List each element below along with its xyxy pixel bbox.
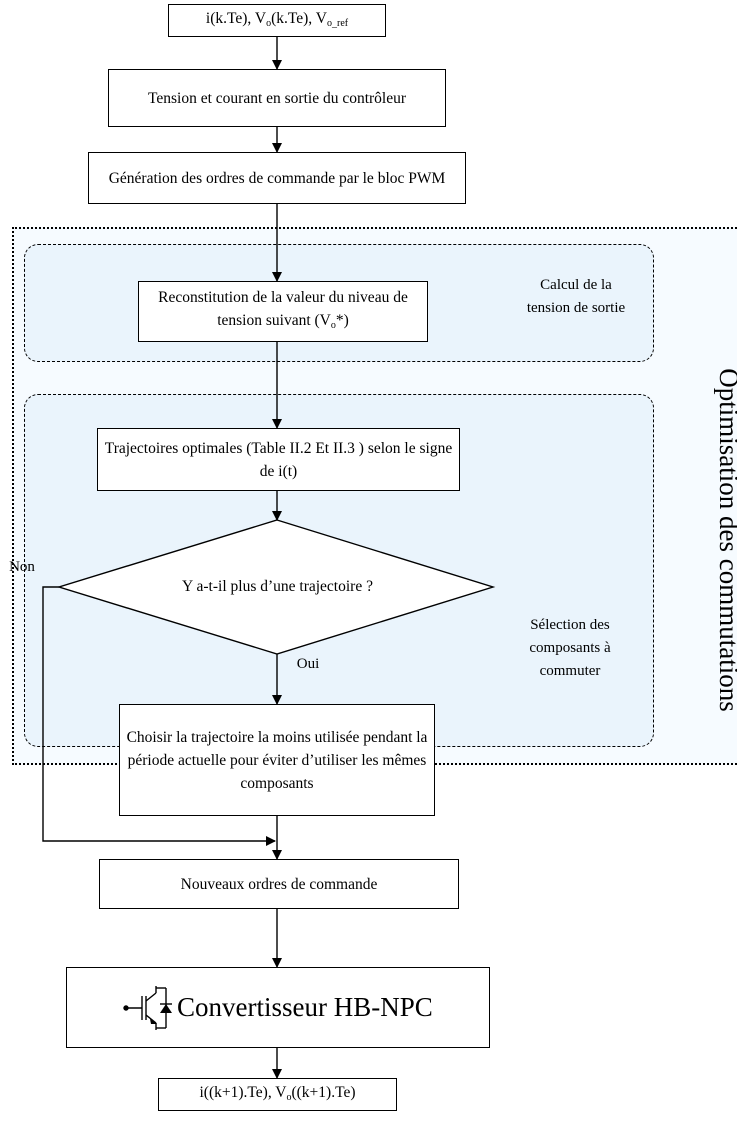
controller-label: Tension et courant en sortie du contrôle… (147, 89, 407, 107)
yes-label: Oui (296, 656, 320, 672)
input-box: i(k.Te), Vo(k.Te), Vo_ref (168, 4, 386, 37)
converter-box: Convertisseur HB-NPC (66, 967, 490, 1048)
converter-label: Convertisseur HB-NPC (177, 992, 433, 1022)
no-label: Non (9, 559, 35, 575)
trajectories-label: Trajectoires optimales (Table II.2 Et II… (104, 439, 453, 480)
selection-region-label: Sélection des composants à commuter (529, 617, 611, 679)
new-orders-box: Nouveaux ordres de commande (99, 859, 459, 909)
new-orders-label: Nouveaux ordres de commande (180, 875, 378, 893)
controller-box: Tension et courant en sortie du contrôle… (108, 69, 446, 127)
arrow-no-branch (42, 586, 276, 846)
choose-label: Choisir la trajectoire la moins utilisée… (126, 728, 428, 792)
decision-label: Y a-t-il plus d’une trajectoire ? (182, 578, 373, 595)
pwm-label: Génération des ordres de commande par le… (108, 169, 446, 187)
reconstitution-box: Reconstitution de la valeur du niveau de… (138, 281, 428, 342)
choose-box: Choisir la trajectoire la moins utilisée… (119, 704, 435, 816)
decision-diamond (56, 519, 496, 655)
calc-region-label: Calcul de la tension de sortie (526, 277, 626, 316)
trajectories-box: Trajectoires optimales (Table II.2 Et II… (97, 428, 460, 491)
pwm-box: Génération des ordres de commande par le… (88, 152, 466, 204)
optimisation-region-label: Optimisation des commutations (714, 368, 737, 712)
output-box: i((k+1).Te), Vo((k+1).Te) (158, 1078, 397, 1111)
